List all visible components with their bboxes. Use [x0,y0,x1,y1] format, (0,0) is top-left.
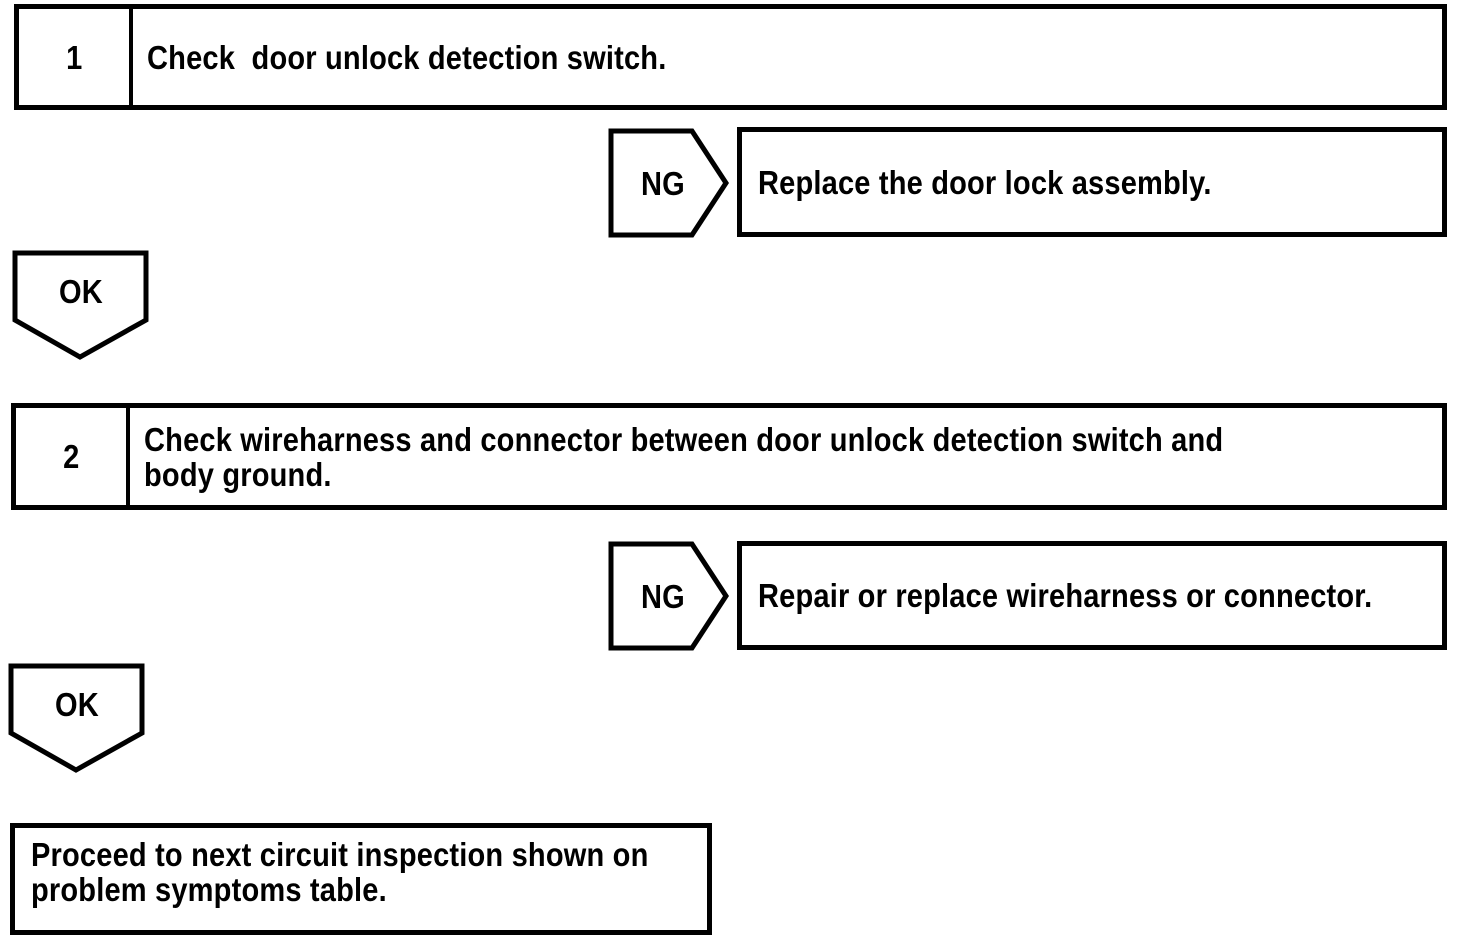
step-1-instruction: Check door unlock detection switch. [133,9,1442,105]
step-2-number: 2 [62,438,80,475]
step-2-ng-arrow: NG [608,541,730,651]
step-1-ng-arrow: NG [608,128,730,238]
ng-right-arrow-icon [608,541,729,651]
step-2-instruction-line-1: Check wireharness and connector between … [144,420,1224,458]
ng-right-arrow-icon [608,128,729,238]
step-1-ng-result-box: Replace the door lock assembly. [737,127,1447,237]
step-box-1: 1 Check door unlock detection switch. [14,4,1447,110]
final-instruction-line-2: problem symptoms table. [31,871,387,908]
step-box-2: 2 Check wireharness and connector betwee… [11,403,1447,510]
final-instruction-line-1: Proceed to next circuit inspection shown… [31,836,649,873]
step-2-instruction-line-2: body ground. [144,455,332,493]
step-1-number: 1 [65,38,83,76]
step-2-instruction: Check wireharness and connector between … [130,408,1442,505]
ok-down-arrow-icon [8,663,145,773]
step-1-ok-arrow: OK [12,250,149,360]
step-1-instruction-line: Check door unlock detection switch. [147,38,667,76]
step-2-number-cell: 2 [16,408,130,505]
step-2-ng-result-box: Repair or replace wireharness or connect… [737,541,1447,650]
step-1-number-cell: 1 [19,9,133,105]
step-2-ok-arrow: OK [8,663,145,773]
ok-down-arrow-icon [12,250,149,360]
final-instruction-box: Proceed to next circuit inspection shown… [10,823,712,935]
step-1-ng-result-text: Replace the door lock assembly. [758,163,1212,201]
step-2-ng-result-text: Repair or replace wireharness or connect… [758,577,1373,614]
